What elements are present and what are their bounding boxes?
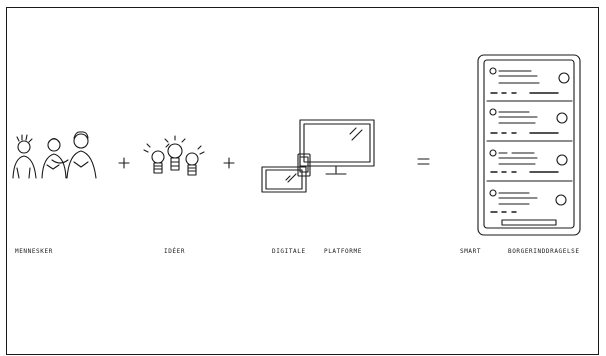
smartphone-sketch [478,55,580,235]
plus-sign-1 [119,158,129,168]
people-sketch [13,132,96,178]
devices-sketch [262,120,374,192]
label-citizen-involvement: BORGERINDDRAGELSE [508,248,580,255]
plus-sign-2 [224,158,234,168]
label-platforms: PLATFORME [324,248,362,255]
label-ideas: IDÉER [164,248,185,255]
label-people: MENNESKER [15,248,53,255]
equals-sign [418,159,429,164]
label-digital: DIGITALE [272,248,306,255]
label-smart: SMART [460,248,481,255]
lightbulbs-sketch [144,136,204,175]
